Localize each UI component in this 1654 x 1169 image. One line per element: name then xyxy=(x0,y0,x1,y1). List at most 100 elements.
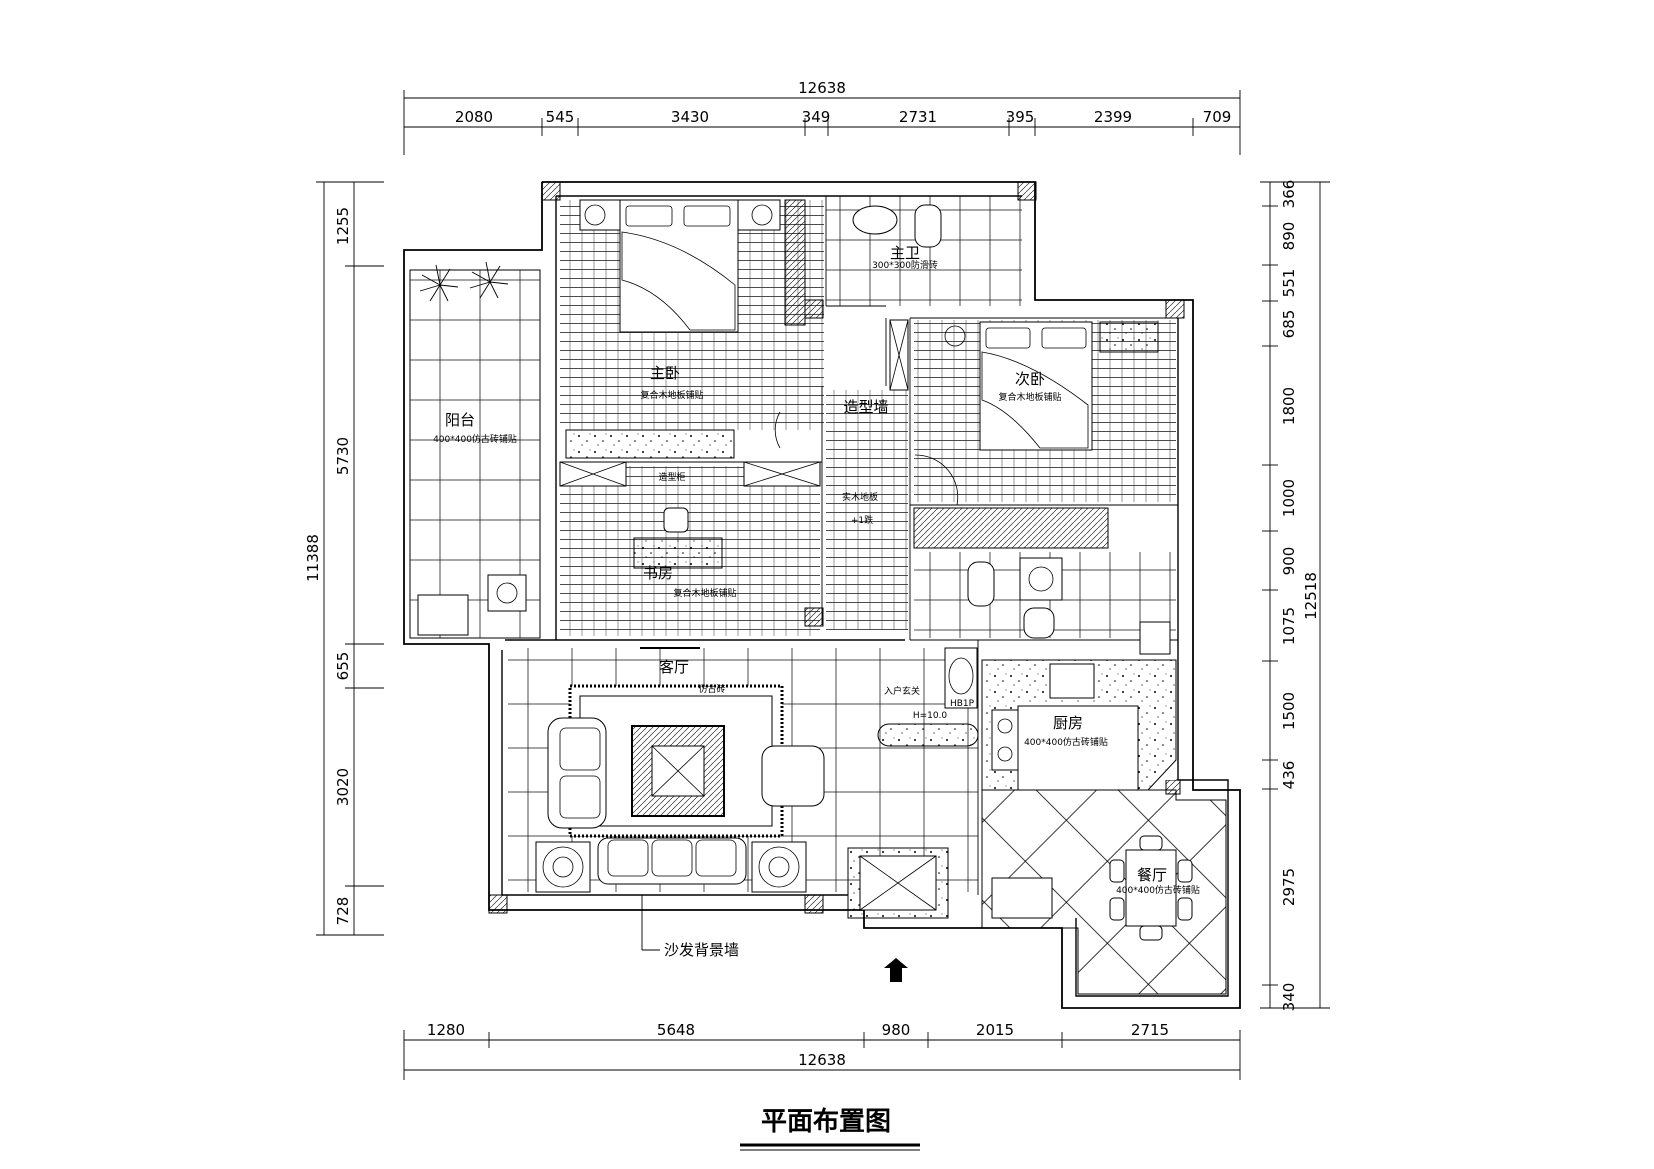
right-dim-10: 436 xyxy=(1280,761,1298,790)
plant-icon xyxy=(419,264,459,302)
dining-table xyxy=(1125,849,1177,927)
bottom-dim-4: 2015 xyxy=(976,1021,1014,1039)
basin-icon xyxy=(1019,557,1063,601)
outer-walls xyxy=(403,181,1241,1009)
left-dim-1: 1255 xyxy=(334,207,352,245)
armchair-icon xyxy=(761,745,825,807)
balcony: 阳台 400*400仿古砖铺贴 xyxy=(409,261,541,639)
right-dimensions: 366 890 551 685 1800 1000 900 1075 1500 … xyxy=(1260,180,1330,1012)
study-name: 书房 xyxy=(643,564,673,582)
right-total-dimension: 12518 xyxy=(1302,572,1320,620)
master-bedroom-name: 主卧 xyxy=(650,364,680,382)
step-annotation: +1跌 xyxy=(851,515,873,526)
top-dim-4: 349 xyxy=(802,108,831,126)
bottom-total-dimension: 12638 xyxy=(798,1051,846,1069)
top-total-dimension: 12638 xyxy=(798,79,846,97)
washing-machine-icon xyxy=(487,574,527,612)
plant-icon xyxy=(469,261,509,299)
right-dim-3: 551 xyxy=(1280,269,1298,298)
door-swing xyxy=(914,454,959,506)
entry: HB1P 入户玄关 H=10.0 xyxy=(847,647,979,982)
left-dimensions: 1255 5730 655 3020 728 11388 xyxy=(304,181,384,936)
balcony-finish: 400*400仿古砖铺贴 xyxy=(433,433,517,445)
top-dim-5: 2731 xyxy=(899,108,937,126)
second-bedroom-name: 次卧 xyxy=(1015,370,1045,388)
left-dim-3: 655 xyxy=(334,652,352,681)
top-dim-1: 2080 xyxy=(455,108,493,126)
right-dim-8: 1075 xyxy=(1280,607,1298,645)
dining: 餐厅 400*400仿古砖铺贴 xyxy=(981,789,1227,995)
double-bed-icon xyxy=(979,321,1093,451)
bottom-dimensions: 1280 5648 980 2015 2715 12638 xyxy=(403,1021,1241,1080)
lamp-icon xyxy=(584,204,606,226)
chair-icon xyxy=(1139,835,1163,851)
top-dimensions: 12638 2080 545 3430 349 2731 395 2399 70… xyxy=(403,79,1241,155)
basin-icon xyxy=(852,205,898,235)
bottom-dim-3: 980 xyxy=(882,1021,911,1039)
bottom-dim-5: 2715 xyxy=(1131,1021,1169,1039)
entrance-arrow-icon xyxy=(884,958,908,982)
side-table xyxy=(535,841,591,893)
shoe-cabinet xyxy=(877,723,979,747)
chair-icon xyxy=(1139,925,1163,941)
right-dim-9: 1500 xyxy=(1280,692,1298,730)
left-total-dimension: 11388 xyxy=(304,534,322,582)
plan-title: 平面布置图 xyxy=(761,1107,891,1137)
right-dim-2: 890 xyxy=(1280,222,1298,251)
second-bedroom: 次卧 复合木地板铺贴 xyxy=(913,320,1176,549)
toilet-icon xyxy=(967,561,995,607)
balcony-name: 阳台 xyxy=(445,411,475,429)
living-room: 客厅 仿古砖 沙发背景墙 xyxy=(508,647,978,959)
sofa-left-icon xyxy=(547,717,607,829)
living-room-finish: 仿古砖 xyxy=(698,683,725,695)
master-bath-finish: 300*300防滑砖 xyxy=(872,259,938,271)
wardrobe xyxy=(913,507,1109,549)
hb-label: HB1P xyxy=(950,699,975,709)
study: 造型柜 书房 复合木地板铺贴 xyxy=(559,461,821,636)
chair-icon xyxy=(1109,859,1125,883)
shower-icon xyxy=(1139,621,1171,655)
entry-name: 入户玄关 xyxy=(884,685,920,697)
door-swing xyxy=(774,411,781,449)
basin-icon xyxy=(944,647,978,709)
stove-icon xyxy=(991,709,1019,771)
kitchen: 厨房 400*400仿古砖铺贴 xyxy=(980,659,1177,791)
left-dim-2: 5730 xyxy=(334,437,352,475)
nightstand xyxy=(1099,321,1159,353)
second-bedroom-finish: 复合木地板铺贴 xyxy=(998,391,1061,403)
lamp-icon xyxy=(944,325,966,347)
right-dim-12: 340 xyxy=(1280,983,1298,1012)
top-dim-7: 2399 xyxy=(1094,108,1132,126)
sofa-wall-label: 沙发背景墙 xyxy=(664,941,739,959)
lamp-icon xyxy=(751,204,773,226)
toilet-icon xyxy=(914,204,942,248)
corridor-finish: 实木地板 xyxy=(842,491,878,503)
cabinet-label: 造型柜 xyxy=(658,471,685,483)
vanity-desk xyxy=(565,429,735,459)
right-dim-1: 366 xyxy=(1280,180,1298,209)
shoe-cabinet-label: H=10.0 xyxy=(913,711,948,721)
top-dim-6: 395 xyxy=(1006,108,1035,126)
drawing-title: 平面布置图 xyxy=(740,1107,920,1151)
study-finish: 复合木地板铺贴 xyxy=(673,587,736,599)
right-dim-4: 685 xyxy=(1280,310,1298,339)
top-dim-2: 545 xyxy=(546,108,575,126)
bottom-dim-1: 1280 xyxy=(427,1021,465,1039)
master-bedroom: 主卧 复合木地板铺贴 xyxy=(560,199,824,459)
master-bath: 主卫 300*300防滑砖 xyxy=(826,196,1022,306)
toilet-icon xyxy=(1023,607,1055,639)
corridor: 造型墙 实木地板 +1跌 xyxy=(826,319,909,630)
master-bedroom-finish: 复合木地板铺贴 xyxy=(640,389,703,401)
right-dim-7: 900 xyxy=(1280,547,1298,576)
wardrobe xyxy=(784,199,806,326)
left-dim-5: 728 xyxy=(334,897,352,926)
laundry-sink-icon xyxy=(417,594,469,636)
dining-finish: 400*400仿古砖铺贴 xyxy=(1116,884,1200,896)
master-bath-name: 主卫 xyxy=(890,244,920,262)
sink-icon xyxy=(1049,663,1095,699)
top-dim-3: 3430 xyxy=(671,108,709,126)
chair-icon xyxy=(1177,897,1193,921)
feature-wall-label: 造型墙 xyxy=(843,398,888,416)
double-bed-icon xyxy=(619,199,739,333)
